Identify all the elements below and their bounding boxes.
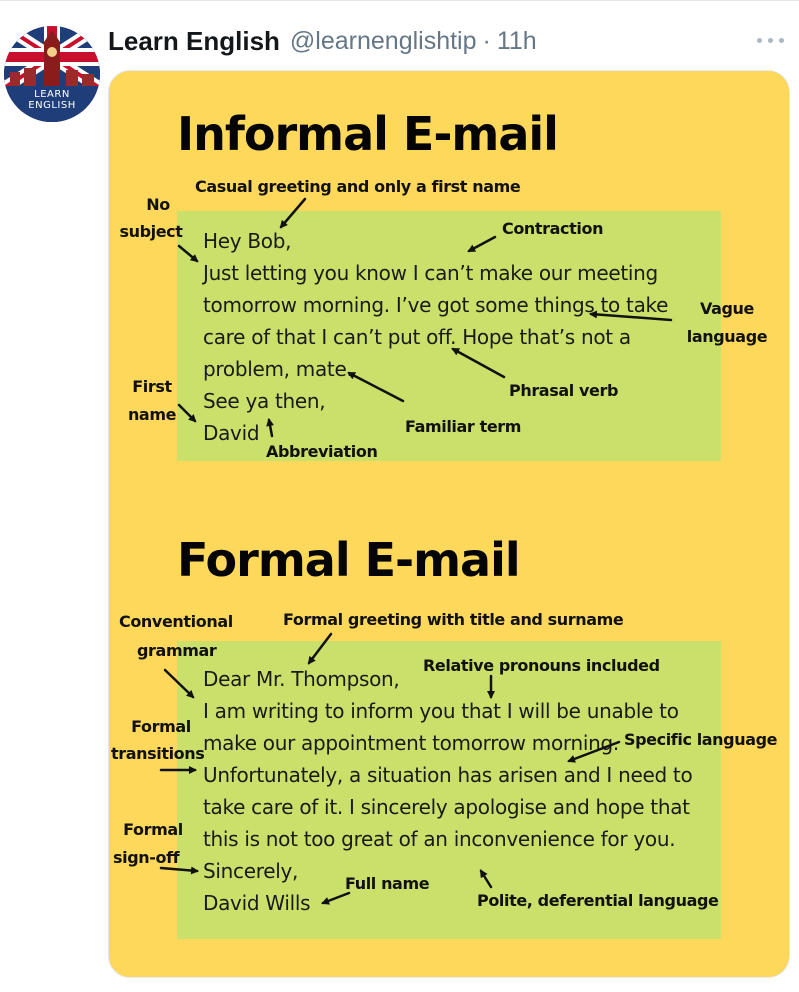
timestamp[interactable]: 11h	[496, 26, 537, 55]
informal-title: Informal E-mail	[177, 107, 559, 161]
annotation-no-subject-line1: No	[146, 195, 170, 214]
arrow-specific-language	[567, 740, 621, 763]
email-line: tomorrow morning. I’ve got some things t…	[203, 293, 669, 317]
formal-title: Formal E-mail	[177, 533, 521, 587]
email-line: Hey Bob,	[203, 229, 292, 253]
email-line: problem, mate.	[203, 357, 353, 381]
arrow-vague-language	[589, 310, 673, 322]
annotation-casual-greeting: Casual greeting and only a first name	[195, 177, 521, 196]
top-divider	[0, 0, 799, 1]
arrow-casual-greeting	[279, 197, 307, 229]
informal-email-body: Hey Bob, Just letting you know I can’t ma…	[203, 225, 668, 449]
arrow-familiar-term	[347, 371, 405, 403]
annotation-formal-signoff-line2: sign-off	[113, 848, 180, 867]
annotation-vague-line1: Vague	[699, 299, 754, 318]
annotation-phrasal-verb: Phrasal verb	[509, 381, 619, 400]
annotation-arrows	[159, 197, 673, 905]
annotation-formal-transitions-line2: transitions	[111, 744, 205, 763]
annotation-familiar-term: Familiar term	[405, 417, 522, 436]
annotation-polite-language: Polite, deferential language	[477, 891, 719, 910]
annotation-conventional-line2: grammar	[137, 641, 217, 660]
email-line: David	[203, 421, 260, 445]
annotation-formal-greeting: Formal greeting with title and surname	[283, 610, 624, 629]
tweet-image[interactable]: Informal E-mail Hey Bob, Just letting you…	[108, 70, 790, 978]
annotation-no-subject-line2: subject	[119, 222, 183, 241]
arrow-no-subject	[177, 244, 199, 263]
email-line: Unfortunately, a situation has arisen an…	[203, 763, 693, 787]
formal-email-box	[177, 641, 721, 939]
annotation-full-name: Full name	[345, 874, 430, 893]
email-line: I am writing to inform you that I will b…	[203, 699, 679, 723]
arrow-polite-language	[479, 869, 493, 889]
more-dot	[757, 38, 762, 43]
annotation-vague-line2: language	[686, 327, 768, 346]
annotation-formal-signoff-line1: Formal	[123, 820, 183, 839]
annotation-conventional-line1: Conventional	[119, 612, 233, 631]
annotation-first-name-line1: First	[132, 377, 172, 396]
arrow-formal-greeting	[307, 632, 333, 665]
more-dot	[779, 38, 784, 43]
avatar-label: LEARN ENGLISH	[4, 89, 100, 111]
avatar[interactable]: LEARN ENGLISH	[4, 26, 100, 122]
annotation-contraction: Contraction	[502, 219, 604, 238]
user-handle[interactable]: @learnenglishtip	[289, 26, 477, 55]
arrow-formal-signoff	[159, 866, 199, 875]
email-line: See ya then,	[203, 389, 326, 413]
arrow-phrasal-verb	[451, 347, 506, 379]
email-line: Sincerely,	[203, 859, 299, 883]
email-line: care of that I can’t put off. Hope that’…	[203, 325, 631, 349]
arrow-conventional-grammar	[163, 668, 195, 699]
avatar-label-line2: ENGLISH	[28, 100, 76, 111]
arrow-first-name	[177, 403, 197, 423]
email-line: make our appointment tomorrow morning.	[203, 731, 619, 755]
annotation-abbreviation: Abbreviation	[266, 442, 378, 461]
arrow-abbreviation	[266, 418, 275, 438]
annotation-first-name-line2: name	[127, 405, 177, 424]
email-line: take care of it. I sincerely apologise a…	[203, 795, 690, 819]
more-options-icon[interactable]	[756, 30, 786, 50]
annotation-specific-language: Specific language	[624, 730, 778, 749]
email-line: David Wills	[203, 891, 311, 915]
annotation-relative-pronouns: Relative pronouns included	[423, 656, 660, 675]
tweet-header: Learn English @learnenglishtip · 11h	[108, 24, 537, 58]
email-line: this is not too great of an inconvenienc…	[203, 827, 676, 851]
email-line: Dear Mr. Thompson,	[203, 667, 400, 691]
arrow-full-name	[321, 891, 351, 905]
union-jack-icon	[4, 26, 100, 122]
arrow-contraction	[467, 235, 497, 253]
separator-dot: ·	[482, 26, 491, 55]
formal-email-body: Dear Mr. Thompson, I am writing to inform…	[203, 663, 693, 919]
display-name[interactable]: Learn English	[108, 25, 280, 56]
avatar-label-line1: LEARN	[34, 89, 70, 100]
annotation-formal-transitions-line1: Formal	[131, 717, 191, 736]
more-dot	[768, 38, 773, 43]
email-line: Just letting you know I can’t make our m…	[203, 261, 658, 285]
